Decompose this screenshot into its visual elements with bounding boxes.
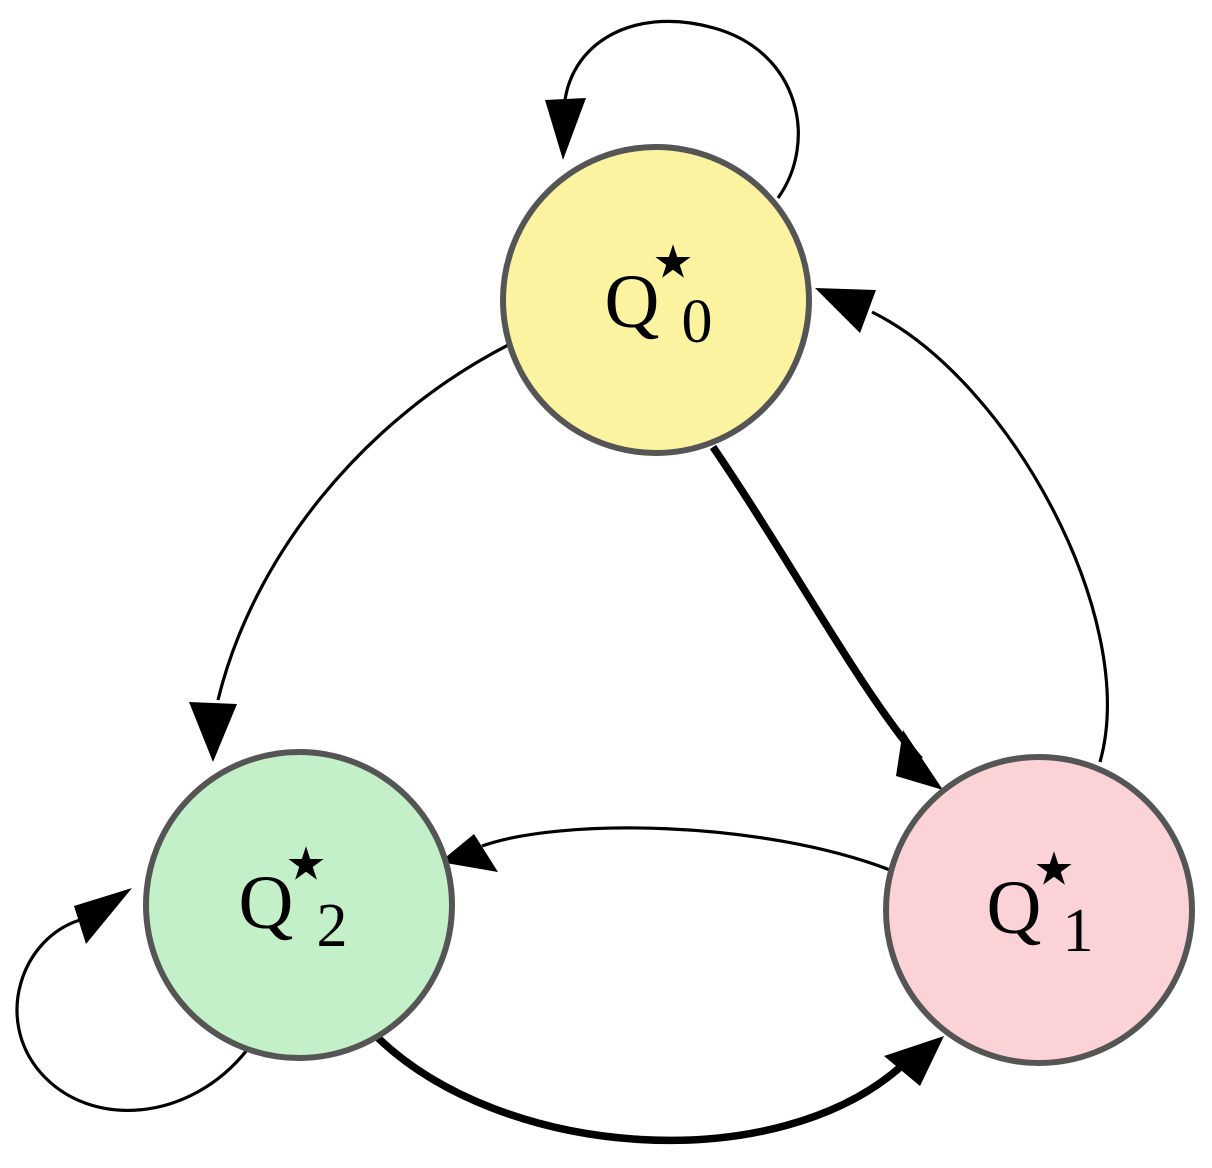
transition-q1-to-q2-path (481, 826, 891, 872)
transition-q2-to-q2-path (15, 918, 249, 1112)
state-q1-label-base: Q (987, 866, 1042, 950)
node-q2[interactable]: Q ★ 2 (143, 749, 455, 1061)
transition-q0-to-q0-arrowhead (545, 98, 586, 160)
state-q2-label-base: Q (239, 861, 294, 945)
transition-q1-to-q0-path (871, 310, 1109, 763)
state-q0-label-subscript: 0 (682, 288, 713, 356)
edge-q0-to-q1[interactable] (709, 444, 943, 790)
state-q2-circle[interactable] (143, 749, 455, 1061)
transition-q0-to-q1-path (709, 444, 923, 763)
edge-q0-to-q0[interactable] (545, 19, 800, 199)
transition-q0-to-q1-arrowhead (896, 730, 943, 790)
transition-q2-to-q1-path (371, 1031, 909, 1145)
state-q1-label-subscript: 1 (1063, 897, 1094, 965)
transition-q0-to-q2-path (216, 341, 513, 701)
node-q0[interactable]: Q ★ 0 (500, 144, 812, 456)
edge-q0-to-q2[interactable] (189, 341, 513, 762)
state-q0-label-star: ★ (652, 237, 693, 288)
state-q2-label-star: ★ (285, 839, 326, 890)
state-q0-label-base: Q (605, 260, 660, 344)
edge-q1-to-q0[interactable] (815, 288, 1109, 763)
edge-q2-to-q2[interactable] (15, 888, 249, 1112)
transition-q2-to-q2-arrowhead (74, 888, 132, 944)
state-q1-circle[interactable] (883, 754, 1195, 1066)
transition-q0-to-q0-path (562, 19, 800, 199)
node-q1[interactable]: Q ★ 1 (883, 754, 1195, 1066)
edge-q1-to-q2[interactable] (440, 826, 891, 872)
transition-q1-to-q0-arrowhead (815, 288, 876, 333)
state-q0-circle[interactable] (500, 144, 812, 456)
transition-q0-to-q2-arrowhead (189, 702, 237, 762)
transition-q2-to-q1-arrowhead (884, 1036, 944, 1086)
state-q2-label-subscript: 2 (317, 892, 348, 960)
state-q1-label-star: ★ (1033, 844, 1074, 895)
transition-q1-to-q2-arrowhead (440, 834, 498, 872)
edge-q2-to-q1[interactable] (371, 1031, 944, 1145)
